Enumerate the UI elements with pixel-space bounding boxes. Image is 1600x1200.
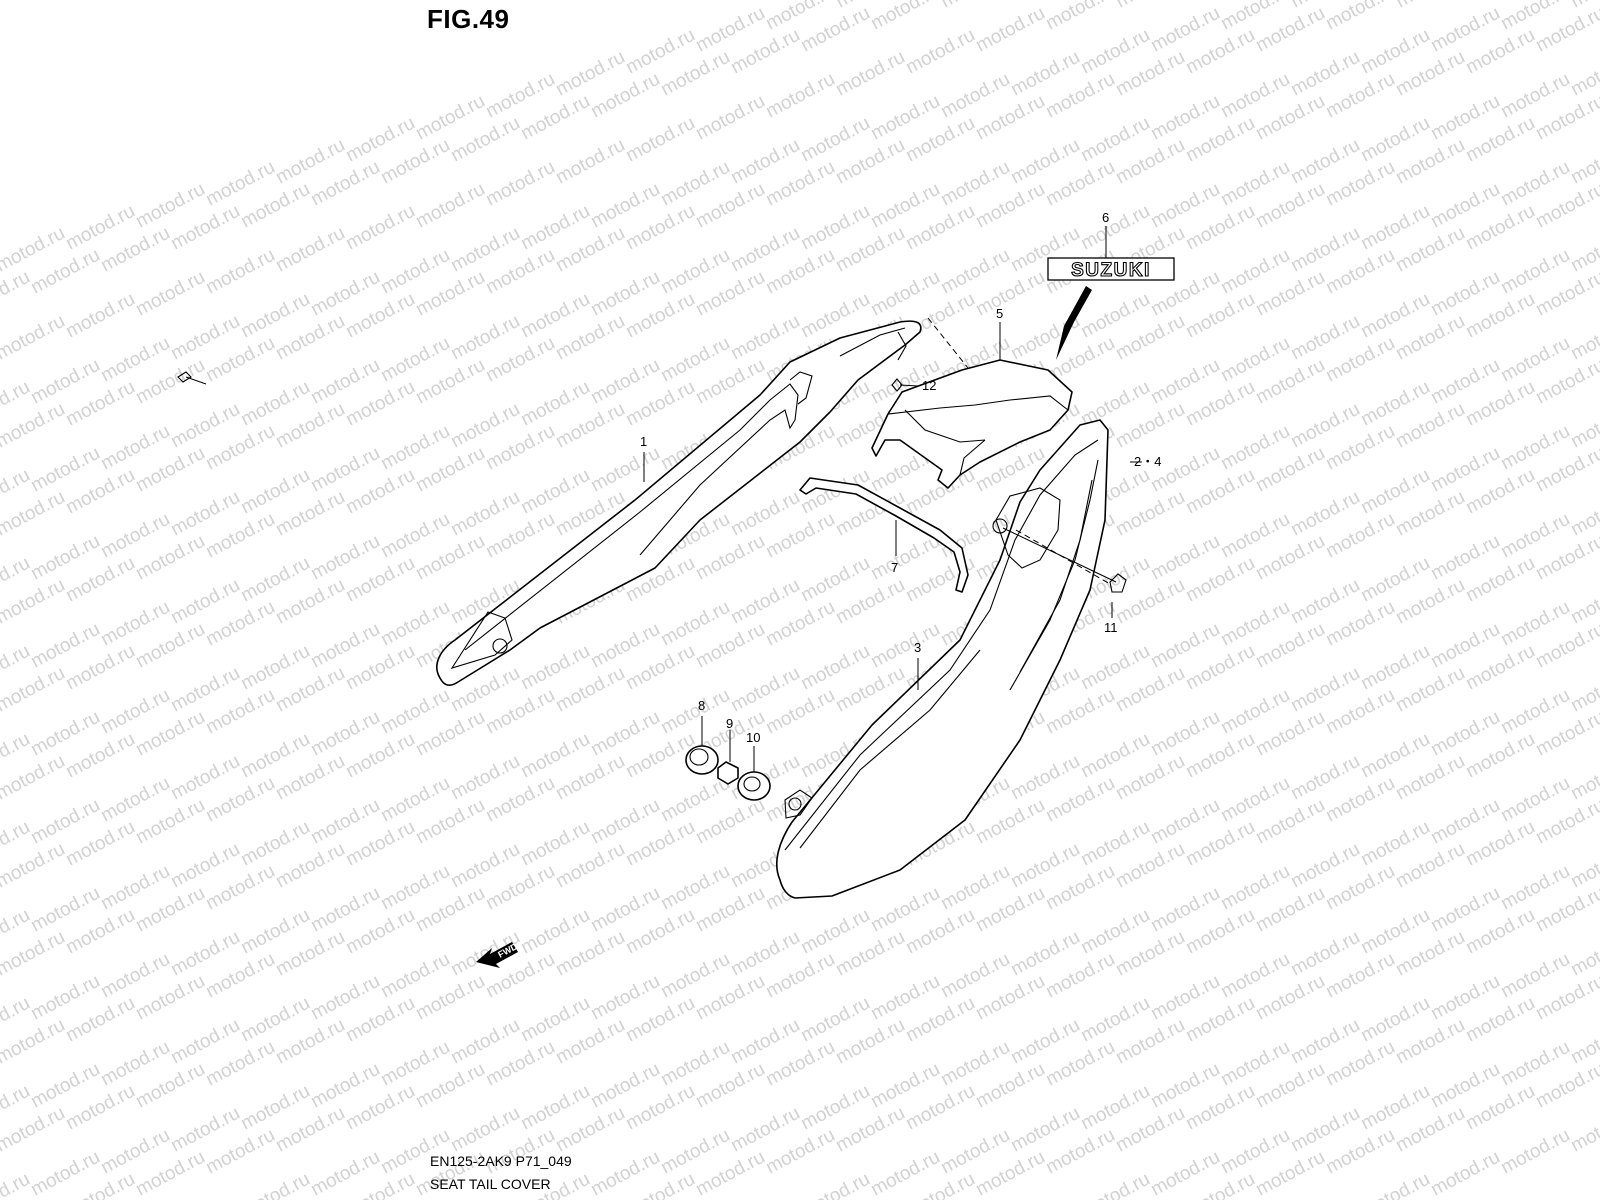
part-8-grommet[interactable] [685, 745, 719, 775]
figure-title: FIG.49 [427, 4, 510, 34]
watermark-text: motod.ru [972, 3, 1048, 57]
part-3-right-tail-cover[interactable] [776, 419, 1109, 899]
callout-5: 5 [996, 306, 1003, 321]
watermark-text: motod.ru [482, 157, 558, 211]
screw-12-icon [891, 378, 903, 392]
watermark-text: motod.ru [762, 69, 838, 123]
watermark-text: motod.ru [1077, 1169, 1153, 1200]
watermark-text: motod.ru [832, 47, 908, 101]
watermark-text: motod.ru [342, 201, 418, 255]
part-1-left-tail-cover[interactable] [436, 320, 922, 686]
watermark-text: motod.ru [62, 289, 138, 343]
watermark-text: motod.ru [1357, 1169, 1433, 1200]
watermark-text: motod.ru [937, 0, 1013, 12]
diagram-caption: SEAT TAIL COVER [430, 1176, 551, 1192]
model-code: EN125-2AK9 P71_049 [430, 1153, 572, 1169]
callout-12: 12 [922, 378, 936, 393]
watermark-text: motod.ru [1322, 0, 1398, 34]
watermark-text: motod.ru [867, 0, 943, 34]
watermark-text: motod.ru [902, 25, 978, 79]
guide-line-bolt [1015, 529, 1111, 585]
watermark-text: motod.ru [1567, 1103, 1600, 1157]
watermark-text: motod.ru [1497, 1125, 1573, 1179]
watermark-text: motod.ru [1392, 0, 1468, 12]
part-9-collar[interactable] [717, 761, 739, 785]
part-12-screw[interactable] [177, 371, 207, 385]
watermark-text: motod.ru [0, 311, 69, 365]
callout-6: 6 [1102, 210, 1109, 225]
part-6-emblem[interactable]: SUZUKI [1047, 257, 1175, 360]
callout-11: 11 [1104, 620, 1118, 635]
callout-9: 9 [726, 716, 733, 731]
watermark-text: motod.ru [237, 1169, 313, 1200]
guide-line [927, 317, 969, 369]
watermark-text: motod.ru [1427, 1147, 1503, 1200]
callout-1: 1 [640, 434, 647, 449]
watermark-text: motod.ru [797, 1169, 873, 1200]
emblem-text: SUZUKI [1071, 260, 1151, 281]
watermark-text: motod.ru [272, 223, 348, 277]
part-10-cushion[interactable] [737, 771, 771, 801]
callout-3: 3 [914, 640, 921, 655]
watermark-text: motod.ru [412, 179, 488, 233]
leader-12 [899, 384, 919, 387]
watermark-text: motod.ru [202, 245, 278, 299]
watermark-text: motod.ru [552, 135, 628, 189]
watermark-text: motod.ru [1112, 0, 1188, 12]
watermark-text: motod.ru [692, 91, 768, 145]
watermark-text: motod.ru [132, 267, 208, 321]
callout-10: 10 [746, 730, 760, 745]
callout-2-4: 2・4 [1134, 454, 1161, 469]
watermark-text: motod.ru [622, 113, 698, 167]
callout-8: 8 [698, 698, 705, 713]
part-7-grab-bar[interactable] [799, 477, 969, 593]
watermark-text: motod.ru [1042, 0, 1118, 34]
callout-7: 7 [891, 560, 898, 575]
